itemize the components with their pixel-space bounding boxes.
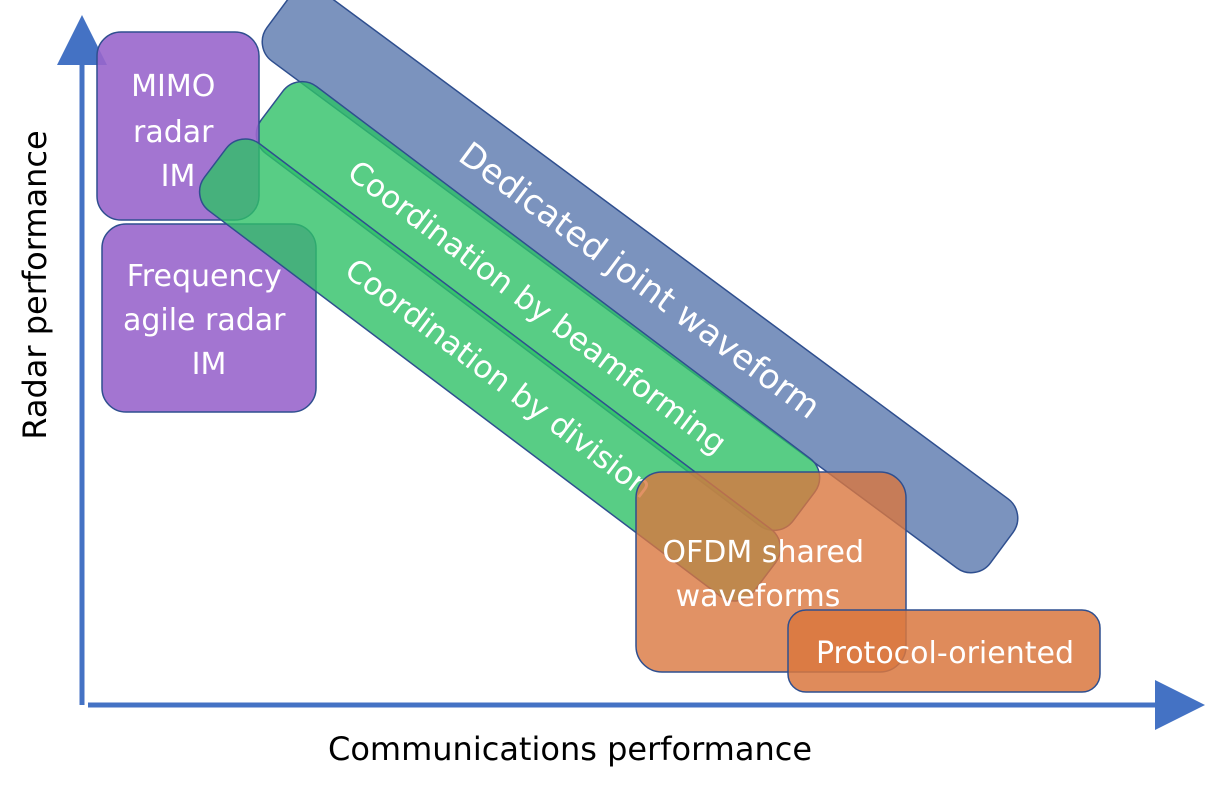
region-protocol-oriented: Protocol-oriented	[787, 609, 1101, 693]
protocol-label: Protocol-oriented	[816, 636, 1074, 671]
ofdm-line-2: waveforms	[676, 579, 841, 614]
freq-agile-line-1: Frequency	[127, 259, 282, 294]
region-frequency-agile-radar-im: Frequency agile radar IM	[101, 223, 317, 413]
svg-text:MIMO radar IM: MIMO radar IM	[131, 69, 225, 194]
y-axis-label: Radar performance	[16, 130, 54, 439]
mimo-line-3: IM	[161, 159, 196, 194]
svg-text:OFDM shared waveforms: OFDM shared waveforms	[662, 535, 873, 614]
mimo-line-2: radar	[133, 115, 214, 150]
freq-agile-line-2: agile radar	[123, 303, 286, 338]
x-axis-label: Communications performance	[328, 730, 812, 768]
freq-agile-line-3: IM	[192, 347, 227, 382]
svg-text:Frequency agile radar: Frequency agile radar IM	[123, 259, 295, 382]
ofdm-line-1: OFDM shared	[662, 535, 864, 570]
mimo-line-1: MIMO	[131, 69, 215, 104]
